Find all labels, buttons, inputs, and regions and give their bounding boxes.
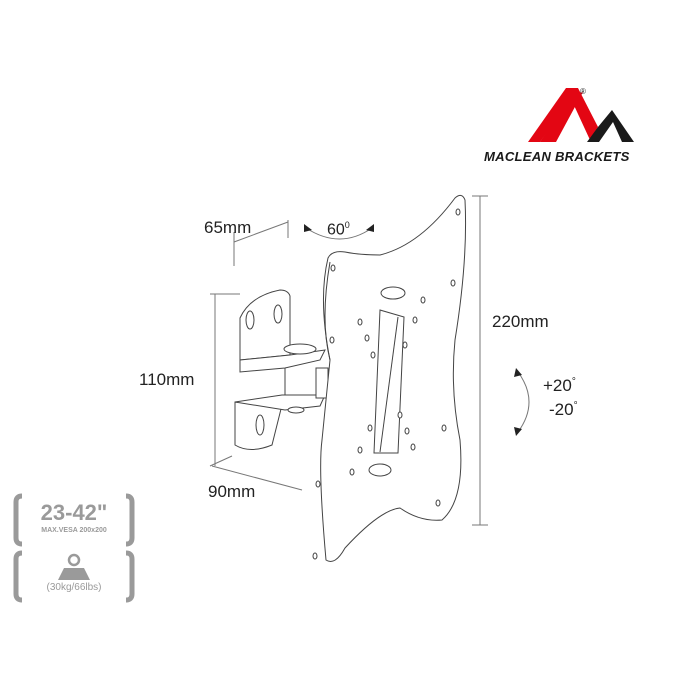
registered-mark: ® [580,87,586,96]
tv-plate [312,194,467,562]
spec-badges [13,493,135,603]
max-load-label: (30kg/66lbs) [46,582,102,593]
label-tilt-up: +20° [543,376,576,395]
brand-logo-icon [528,88,634,142]
weight-icon [58,553,90,580]
label-tilt-down: -20° [549,400,578,419]
wall-plate [234,289,329,450]
label-rotation: 600 [327,220,350,239]
brand-name: MACLEAN BRACKETS [484,150,630,164]
dimension-lines [209,195,530,526]
label-220mm: 220mm [492,312,549,331]
label-90mm: 90mm [208,482,256,501]
label-110mm: 110mm [139,370,195,389]
screen-size-badge: 23-42" [40,500,108,525]
label-65mm: 65mm [204,218,252,237]
vesa-label: MAX.VESA 200x200 [41,527,107,534]
